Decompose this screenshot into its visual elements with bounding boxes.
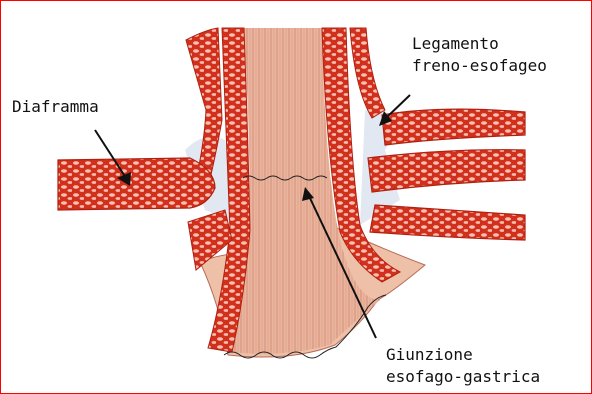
label-junction-line1: Giunzione xyxy=(386,344,473,365)
label-junction-line2: esofago-gastrica xyxy=(386,366,540,387)
diaphragm-left xyxy=(58,158,215,210)
upper-right-wall xyxy=(350,28,385,118)
diaphragm-right-upper xyxy=(382,109,525,145)
diaphragm-right-lower xyxy=(370,205,525,240)
diaphragm-right-middle xyxy=(368,150,525,192)
label-diaphragm: Diaframma xyxy=(12,96,99,117)
label-ligament-line2: freno-esofageo xyxy=(412,55,547,76)
label-ligament-line1: Legamento xyxy=(412,33,499,54)
